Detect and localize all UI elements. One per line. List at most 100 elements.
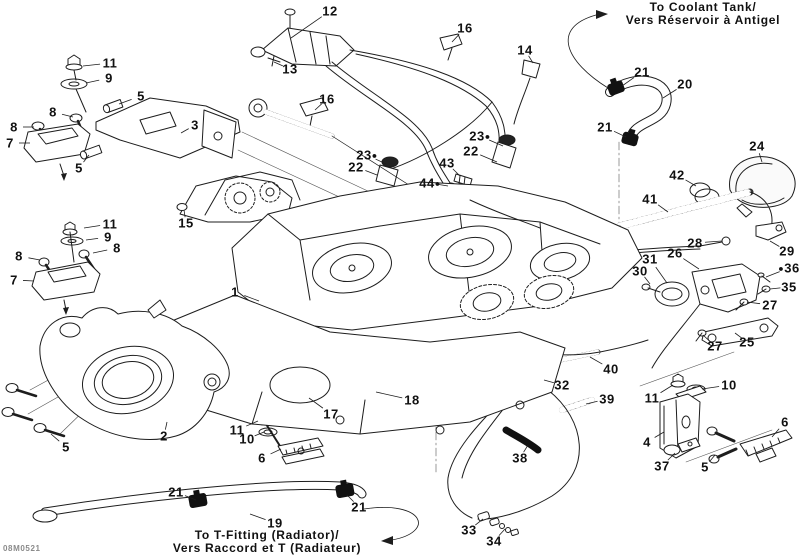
center-stud-stack <box>257 413 324 464</box>
leader-line-44 <box>438 183 449 187</box>
callout-22: 22 <box>348 159 364 175</box>
leader-line-19 <box>249 513 266 520</box>
leader-line-11 <box>83 225 101 229</box>
callout-8: 8 <box>15 248 23 264</box>
callout-39: 39 <box>599 391 615 407</box>
leader-line-16 <box>451 34 460 43</box>
leader-line-20 <box>662 89 677 99</box>
leader-line-33 <box>475 518 484 526</box>
callout-40: 40 <box>603 361 619 377</box>
leader-line-26 <box>683 258 700 270</box>
note-line: To Coolant Tank/ <box>649 0 757 14</box>
callout-11: 11 <box>102 55 118 71</box>
callout-1: 1 <box>231 284 239 300</box>
leader-line-9 <box>85 79 100 84</box>
leader-line-8 <box>28 257 41 261</box>
arrow-to-coolant-note <box>568 15 608 88</box>
arrow-to-tfitting-note <box>364 507 418 540</box>
leader-line-30 <box>644 276 651 285</box>
leader-line-27 <box>746 301 761 305</box>
callout-5: 5 <box>62 439 70 455</box>
leader-line-25 <box>734 332 742 339</box>
callout-25: 25 <box>739 334 755 350</box>
leader-line-1 <box>244 295 260 302</box>
callout-30: 30 <box>632 263 648 279</box>
callout-9: 9 <box>104 229 112 245</box>
leader-line-21 <box>184 495 197 501</box>
callout-31: 31 <box>642 251 658 267</box>
callout-8: 8 <box>10 119 18 135</box>
leader-line-12 <box>290 16 323 39</box>
leader-line-6 <box>270 448 282 455</box>
note-to-coolant-tank: To Coolant Tank/ Vers Réservoir à Antige… <box>626 1 780 26</box>
radiator-hose <box>33 479 418 545</box>
leader-line-41 <box>657 204 669 213</box>
leader-line-9 <box>85 237 99 241</box>
callout-41: 41 <box>642 191 658 207</box>
callout-16: 16 <box>319 91 335 107</box>
mount-bolts <box>2 384 64 437</box>
callout-18: 18 <box>404 392 420 408</box>
callout-27: 27 <box>762 297 778 313</box>
callout-8: 8 <box>113 240 121 256</box>
leader-line-36 <box>765 271 780 278</box>
callout-5: 5 <box>75 160 83 176</box>
callout-19: 19 <box>267 515 283 531</box>
callout-16: 16 <box>457 20 473 36</box>
leader-line-10 <box>701 386 720 390</box>
leader-line-38 <box>523 444 529 453</box>
leader-line-27 <box>702 334 710 342</box>
callout-23: 23● <box>356 147 378 163</box>
leader-line-11 <box>660 384 674 394</box>
upper-left-mount <box>24 55 240 181</box>
hex-nut <box>671 374 685 387</box>
callout-29: 29 <box>779 243 795 259</box>
callout-13: 13 <box>282 61 298 77</box>
leader-line-22 <box>365 170 378 176</box>
callout-10: 10 <box>721 377 737 393</box>
note-line: Vers Réservoir à Antigel <box>625 12 781 27</box>
callout-8: 8 <box>49 104 57 120</box>
right-support-bracket <box>660 374 792 463</box>
callout-34: 34 <box>486 533 502 549</box>
leader-line-5 <box>50 433 60 442</box>
leader-line-21 <box>613 130 627 138</box>
leader-line-40 <box>589 356 603 365</box>
lower-left-mount <box>32 222 100 315</box>
leader-line-5 <box>709 454 716 462</box>
callout-43: 43 <box>439 155 455 171</box>
leader-line-17 <box>308 397 324 409</box>
callout-42: 42 <box>669 167 685 183</box>
callout-44: 44● <box>419 175 441 191</box>
callout-4: 4 <box>643 434 651 450</box>
callout-9: 9 <box>105 70 113 86</box>
coolant-tank-hose <box>568 10 666 147</box>
callout-12: 12 <box>322 3 338 19</box>
callout-7: 7 <box>10 272 18 288</box>
leader-line-10 <box>254 431 265 437</box>
callout-7: 7 <box>6 135 14 151</box>
leader-line-23 <box>489 139 504 147</box>
leader-line-11 <box>82 63 101 67</box>
callout-11: 11 <box>102 216 118 232</box>
leader-line-31 <box>655 266 668 284</box>
leader-line-7 <box>22 280 35 282</box>
reservoir-canister <box>251 9 354 66</box>
leader-line-24 <box>758 153 763 163</box>
callout-37: 37 <box>654 458 670 474</box>
leader-line-8 <box>92 249 108 254</box>
leader-line-16 <box>314 103 322 111</box>
leader-line-22 <box>480 154 498 163</box>
note-line: To T-Fitting (Radiator)/ <box>194 528 340 542</box>
callout-17: 17 <box>323 406 339 422</box>
callout-21: 21 <box>634 64 650 80</box>
leader-line-4 <box>654 431 665 438</box>
callout-21: 21 <box>597 119 613 135</box>
leader-line-14 <box>528 55 534 64</box>
callout-24: 24 <box>749 138 765 154</box>
leader-line-42 <box>685 179 697 187</box>
callout-14: 14 <box>517 42 533 58</box>
callout-23: 23● <box>469 128 491 144</box>
